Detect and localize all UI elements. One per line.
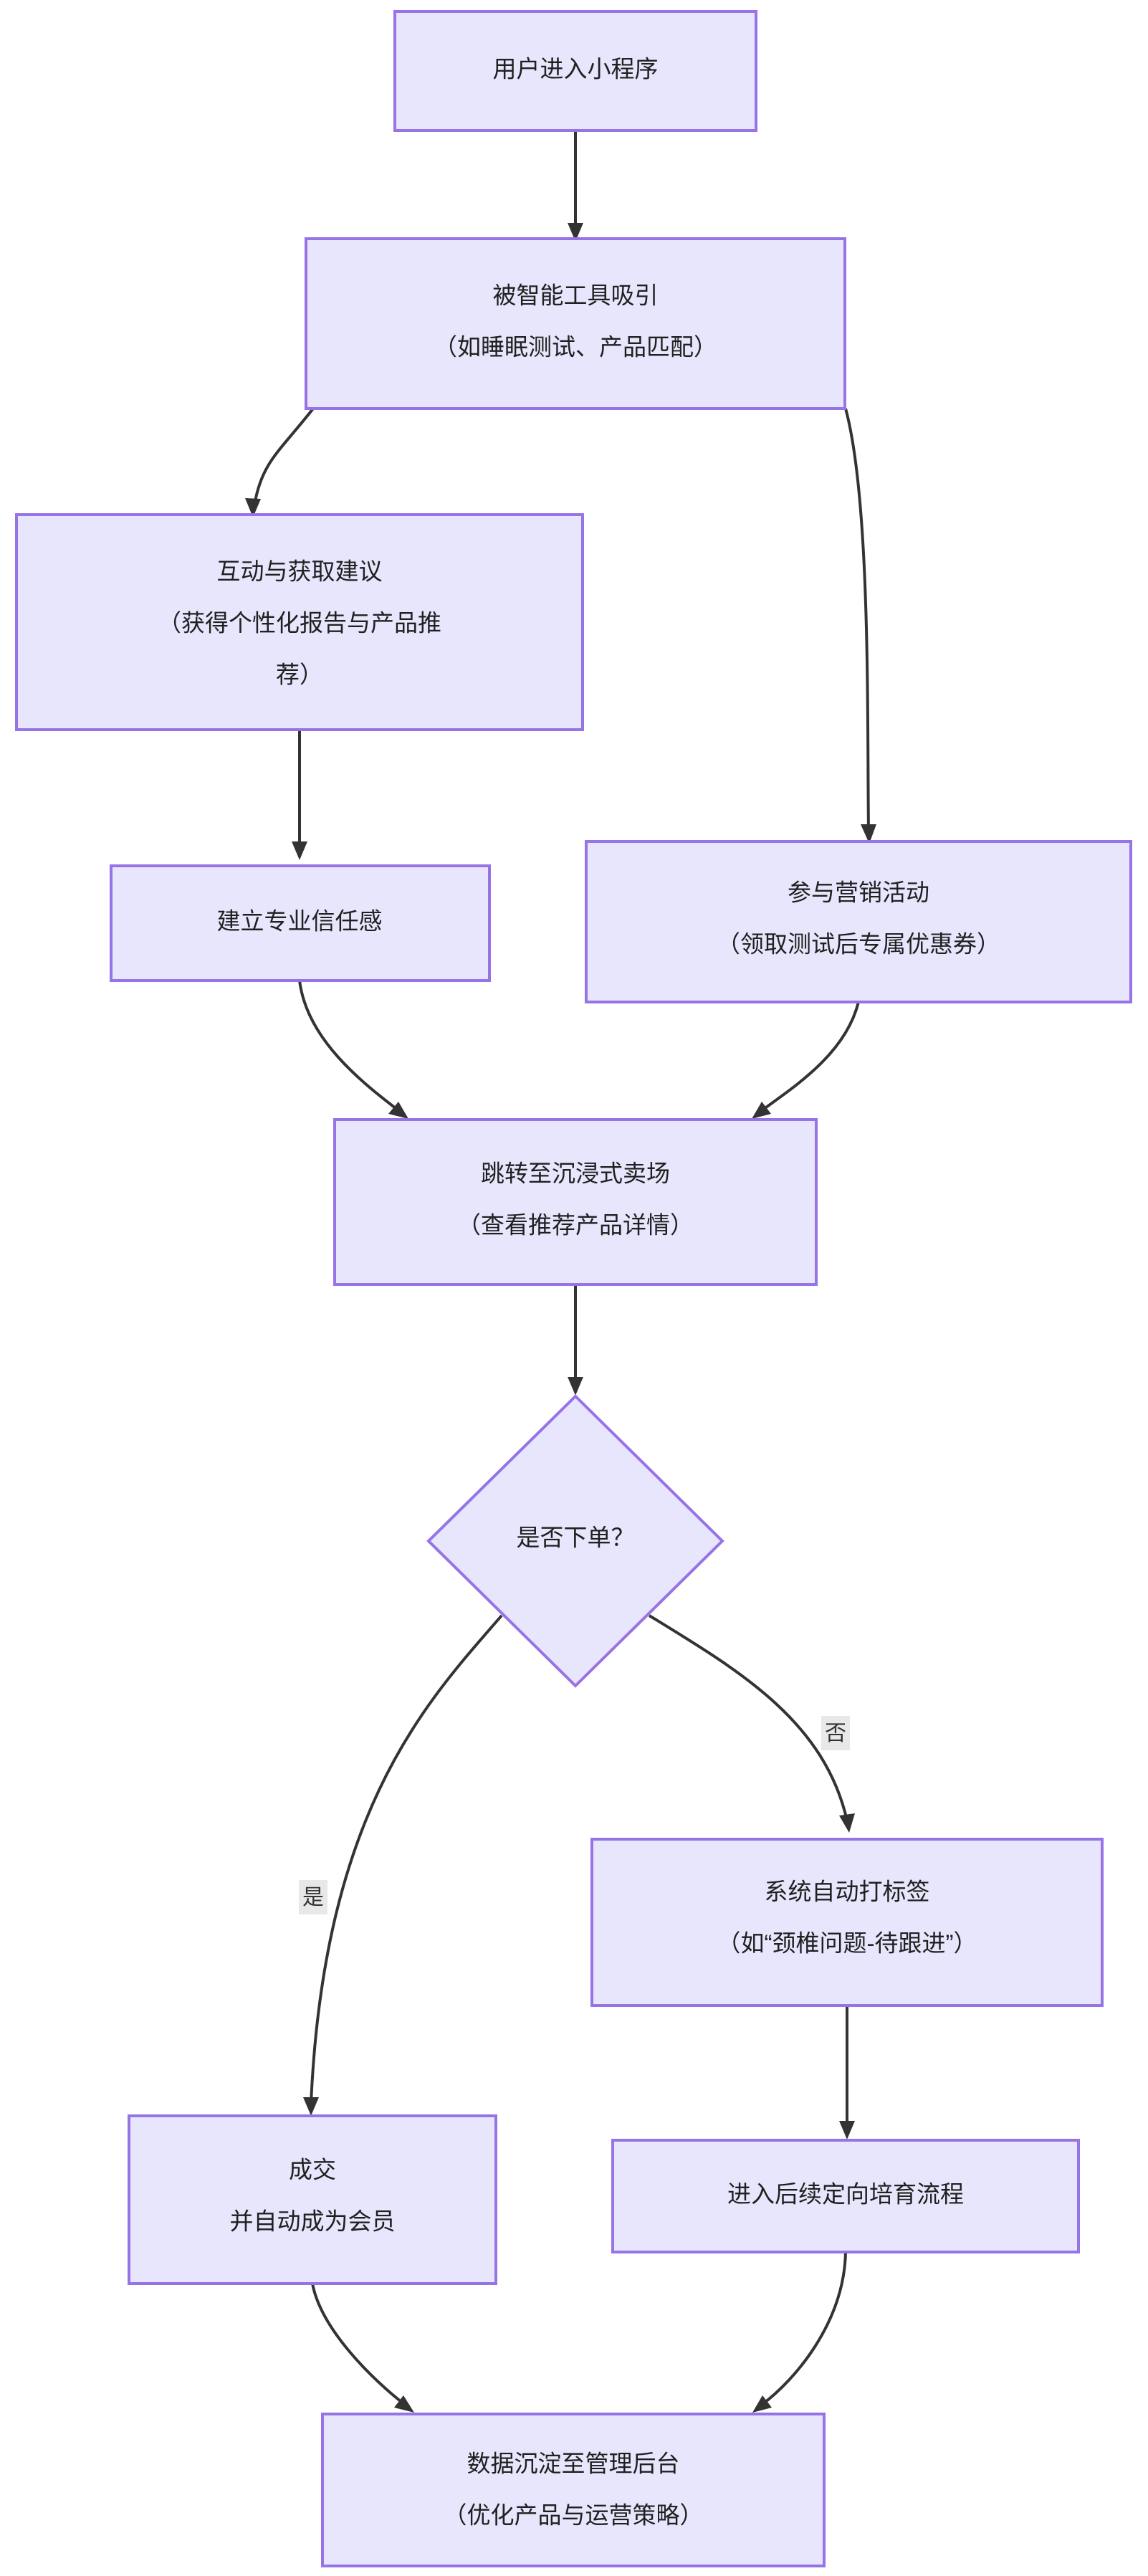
node-label-line-2: （获得个性化报告与产品推 [158, 610, 441, 636]
arrowhead-icon [839, 1813, 855, 1833]
arrowhead-icon [568, 223, 583, 242]
node-deal-closed-become-member[interactable]: 成交 并自动成为会员 [128, 2114, 497, 2285]
decision-diamond[interactable] [426, 1394, 724, 1688]
edge-line [253, 407, 315, 506]
node-label-line-2: （如睡眠测试、产品匹配） [434, 334, 717, 361]
edge-n7-n8: 否 [648, 1614, 855, 1833]
edge-n4-n6 [298, 980, 408, 1119]
node-label-line-1: 参与营销活动 [788, 879, 929, 906]
edge-label-yes: 是 [302, 1886, 324, 1909]
node-box[interactable] [611, 2139, 1080, 2253]
arrowhead-icon [394, 2395, 414, 2413]
node-label-line-2: （如“颈椎问题-待跟进”） [717, 1930, 977, 1957]
edge-line [648, 1614, 848, 1821]
node-label-line-2: （查看推荐产品详情） [457, 1212, 694, 1239]
node-box[interactable] [321, 2413, 826, 2567]
node-system-auto-tagging[interactable]: 系统自动打标签 （如“颈椎问题-待跟进”） [590, 1838, 1104, 2007]
edge-n10-n11 [752, 2251, 847, 2413]
node-box[interactable] [333, 1118, 818, 1286]
node-layer: 用户进入小程序 被智能工具吸引 （如睡眠测试、产品匹配） 互动与获取建议 （获得… [15, 10, 1132, 2567]
arrowhead-icon [752, 1102, 771, 1119]
node-label-line-2: 并自动成为会员 [230, 2208, 396, 2235]
node-user-enters-miniapp[interactable]: 用户进入小程序 [393, 10, 757, 132]
node-box[interactable] [15, 513, 584, 731]
node-label-line-1: 建立专业信任感 [217, 908, 383, 935]
arrowhead-icon [839, 2121, 855, 2139]
node-box[interactable] [128, 2114, 497, 2285]
edge-line [310, 1614, 503, 2104]
edge-n7-n9: 是 [299, 1614, 503, 2116]
arrowhead-icon [568, 1377, 583, 1396]
edge-n9-n11 [311, 2283, 414, 2413]
edge-label-no: 否 [825, 1722, 846, 1745]
edge-label-background [299, 1880, 327, 1914]
node-label-line-1: 进入后续定向培育流程 [727, 2181, 964, 2208]
edge-line [760, 1001, 860, 1112]
node-label-line-2: （优化产品与运营策略） [444, 2502, 704, 2529]
edge-line [844, 408, 870, 832]
node-label-line-1: 被智能工具吸引 [493, 282, 659, 309]
edge-n8-n10 [839, 2005, 855, 2139]
node-label-line-1: 成交 [289, 2157, 336, 2183]
node-label-line-1: 系统自动打标签 [765, 1879, 930, 1905]
arrowhead-icon [245, 498, 261, 517]
node-label-line-1: 用户进入小程序 [493, 56, 659, 82]
arrowhead-icon [292, 841, 307, 860]
node-decision-place-order[interactable]: 是否下单？ [426, 1394, 724, 1688]
node-label-line-1: 是否下单？ [517, 1525, 635, 1551]
edge-line [311, 2283, 406, 2406]
node-box[interactable] [585, 840, 1132, 1003]
arrowhead-icon [861, 824, 876, 844]
edge-n3-n4 [292, 730, 307, 860]
node-label-line-2: （领取测试后专属优惠券） [717, 931, 1000, 958]
node-build-professional-trust[interactable]: 建立专业信任感 [110, 864, 491, 982]
arrowhead-icon [752, 2395, 772, 2413]
node-box[interactable] [305, 237, 846, 410]
node-data-to-admin-backend[interactable]: 数据沉淀至管理后台 （优化产品与运营策略） [321, 2413, 826, 2567]
edge-line [298, 980, 401, 1112]
node-attracted-by-smart-tool[interactable]: 被智能工具吸引 （如睡眠测试、产品匹配） [305, 237, 846, 410]
edge-label-background [821, 1716, 850, 1750]
edge-layer: 是 否 [245, 130, 876, 2413]
node-interaction-and-advice[interactable]: 互动与获取建议 （获得个性化报告与产品推 荐） [15, 513, 584, 731]
edge-line [760, 2251, 847, 2406]
node-label-line-1: 跳转至沉浸式卖场 [481, 1160, 670, 1187]
edge-n5-n6 [752, 1001, 860, 1119]
node-jump-to-immersive-store[interactable]: 跳转至沉浸式卖场 （查看推荐产品详情） [333, 1118, 818, 1286]
node-box[interactable] [393, 10, 757, 132]
edge-n2-n5 [844, 408, 876, 844]
node-box[interactable] [110, 864, 491, 982]
edge-n6-n7 [568, 1284, 583, 1396]
node-label-line-1: 数据沉淀至管理后台 [467, 2451, 680, 2477]
node-box[interactable] [590, 1838, 1104, 2007]
node-label-line-3: 荐） [276, 662, 323, 688]
node-join-marketing-campaign[interactable]: 参与营销活动 （领取测试后专属优惠券） [585, 840, 1132, 1003]
edge-n1-n2 [568, 130, 583, 242]
arrowhead-icon [303, 2097, 319, 2116]
arrowhead-icon [388, 1102, 408, 1119]
node-enter-nurturing-flow[interactable]: 进入后续定向培育流程 [611, 2139, 1080, 2253]
node-label-line-1: 互动与获取建议 [217, 558, 383, 585]
edge-n2-n3 [245, 407, 315, 517]
